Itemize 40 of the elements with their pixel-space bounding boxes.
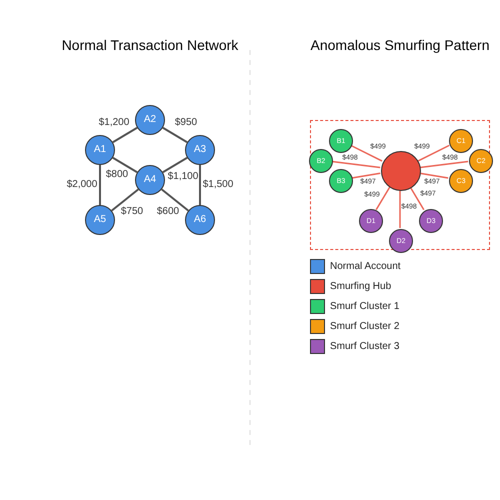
amount-label: $1,100 xyxy=(168,172,198,182)
account-node: A4 xyxy=(135,165,165,195)
transaction-line xyxy=(112,126,138,144)
account-node: A2 xyxy=(135,105,165,135)
account-node: A1 xyxy=(85,135,115,165)
amount-label: $950 xyxy=(174,118,198,128)
legend-label: Normal Account xyxy=(330,262,401,272)
panel-title: Normal Transaction Network xyxy=(62,38,238,52)
transaction-line xyxy=(352,172,380,179)
account-node: A3 xyxy=(185,135,215,165)
transaction-line xyxy=(332,160,380,168)
cluster-boundary xyxy=(310,120,490,250)
amount-label: $800 xyxy=(106,170,128,180)
transaction-line xyxy=(410,186,424,210)
account-node: A6 xyxy=(185,205,215,235)
amount-label: $1,200 xyxy=(98,118,130,128)
amount-label: $600 xyxy=(156,207,180,217)
amount-label: $1,500 xyxy=(202,180,234,190)
transaction-line xyxy=(350,144,382,162)
transaction-line xyxy=(162,126,188,144)
transaction-line xyxy=(420,160,468,168)
amount-label: $2,000 xyxy=(66,180,98,190)
transaction-line xyxy=(111,188,139,212)
legend-label: Smurf Cluster 1 xyxy=(330,302,400,312)
transaction-line xyxy=(112,156,138,174)
amount-label: $750 xyxy=(120,207,144,217)
panel-title: Anomalous Smurfing Pattern xyxy=(310,38,490,52)
hub-node xyxy=(381,151,421,191)
transaction-line xyxy=(418,144,450,162)
transaction-line xyxy=(199,165,201,205)
transaction-line xyxy=(399,190,401,228)
transaction-line xyxy=(162,156,188,174)
transaction-line xyxy=(420,172,448,179)
legend-label: Smurf Cluster 2 xyxy=(330,322,400,332)
legend-label: Smurfing Hub xyxy=(330,282,392,292)
transaction-line xyxy=(99,165,101,205)
legend-label: Smurf Cluster 3 xyxy=(330,342,400,352)
transaction-line xyxy=(161,188,189,212)
account-node: A5 xyxy=(85,205,115,235)
transaction-line xyxy=(376,186,390,210)
